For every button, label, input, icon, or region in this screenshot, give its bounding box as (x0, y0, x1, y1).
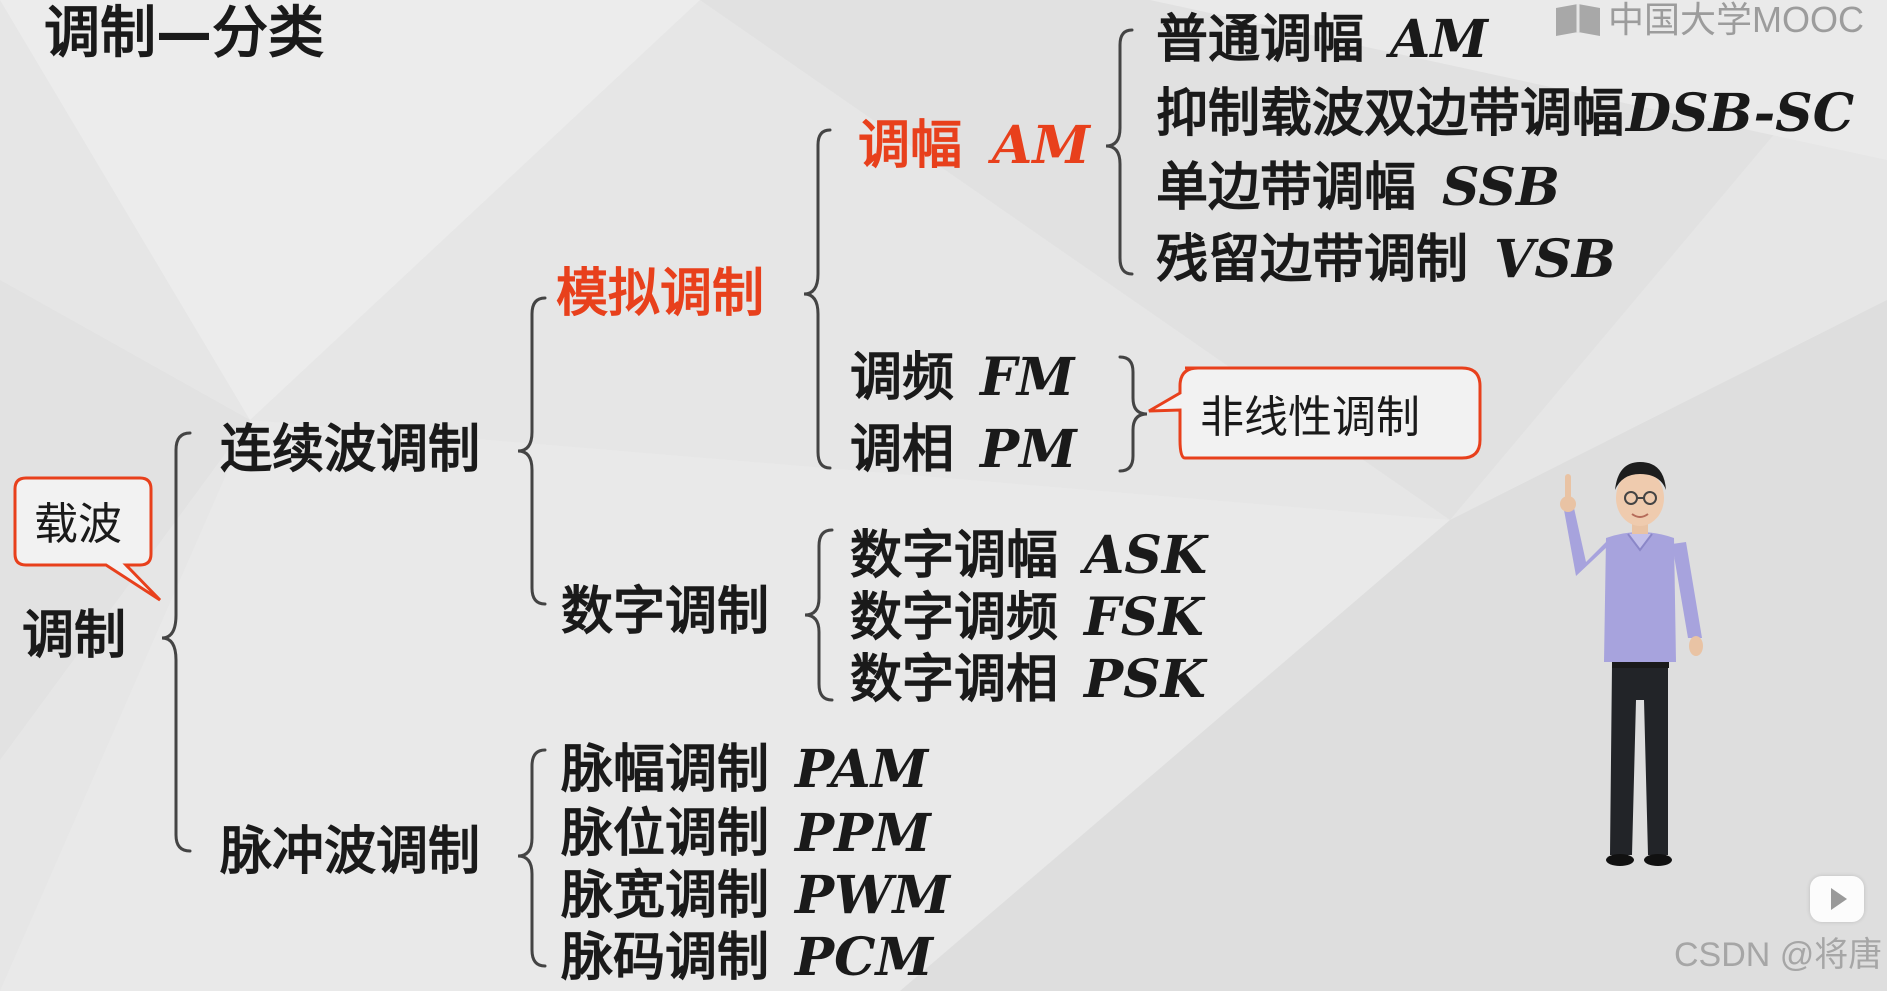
root-label: 调制 (22, 606, 127, 666)
analog-modulation-label: 模拟调制 (556, 264, 765, 324)
am-type-item: 抑制载波双边带调幅DSB-SC (1156, 88, 1854, 141)
brace-digital (804, 528, 834, 702)
carrier-callout-shape (13, 476, 162, 602)
angle-item-abbr: FM (980, 347, 1075, 408)
angle-item-name: 调频 (850, 348, 955, 408)
csdn-watermark: CSDN @将唐 (1674, 936, 1883, 974)
brace-am-types (1105, 28, 1134, 276)
digital-item-abbr: FSK (1084, 587, 1204, 648)
carrier-callout-text: 载波 (34, 499, 122, 550)
pulse-item-name: 脉宽调制 (561, 866, 770, 926)
am-type-abbr: DSB-SC (1626, 83, 1855, 144)
am-type-abbr: AM (1390, 9, 1488, 70)
am-node-name: 调幅 (858, 116, 963, 176)
presenter-figure (1560, 462, 1703, 866)
am-type-name: 单边带调幅 (1156, 158, 1417, 218)
brace-pulse (517, 748, 547, 968)
angle-item-name: 调相 (850, 420, 955, 480)
am-type-abbr: SSB (1442, 157, 1560, 218)
am-node-abbr: AM (992, 115, 1090, 176)
pulse-item-name: 脉幅调制 (561, 740, 770, 800)
pulse-item-abbr: PWM (795, 865, 951, 926)
page-title: 调制—分类 (44, 1, 324, 66)
mooc-logo-icon (1556, 4, 1600, 37)
digital-modulation-label: 数字调制 (561, 582, 770, 642)
pulse-item-name: 脉码调制 (561, 928, 770, 988)
pulse-item-name: 脉位调制 (561, 804, 770, 864)
digital-item-name: 数字调相 (850, 650, 1059, 710)
pulse-item-abbr: PCM (795, 927, 934, 988)
mooc-watermark: 中国大学MOOC (1552, 2, 1864, 42)
play-icon[interactable] (1810, 876, 1864, 922)
brace-angle (1118, 355, 1148, 473)
continuous-wave-label: 连续波调制 (220, 420, 481, 480)
mooc-watermark-text: 中国大学MOOC (1608, 0, 1864, 40)
pulse-item-abbr: PPM (795, 803, 931, 864)
brace-continuous (517, 296, 547, 606)
nonlinear-callout-shape (1148, 366, 1482, 460)
nonlinear-callout-text: 非线性调制 (1200, 392, 1420, 443)
pulse-item-abbr: PAM (795, 739, 929, 800)
am-type-name: 残留边带调制 (1156, 230, 1469, 290)
brace-root (161, 431, 192, 853)
digital-item-name: 数字调幅 (850, 526, 1059, 586)
digital-item-abbr: PSK (1084, 649, 1206, 710)
digital-item-name: 数字调频 (850, 588, 1059, 648)
angle-item-abbr: PM (980, 419, 1077, 480)
am-type-name: 普通调幅 (1156, 10, 1365, 70)
pulse-wave-label: 脉冲波调制 (220, 822, 481, 882)
am-type-name: 抑制载波双边带调幅 (1156, 84, 1625, 144)
brace-analog (803, 128, 832, 470)
digital-item-abbr: ASK (1084, 525, 1208, 586)
am-type-abbr: VSB (1494, 229, 1616, 290)
